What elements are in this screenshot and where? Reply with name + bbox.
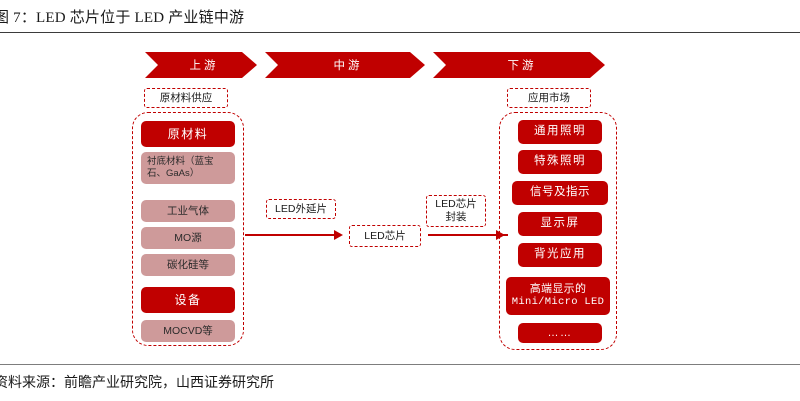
caption-led-chip-packaging: LED芯片 封装 xyxy=(426,195,486,227)
stage-banner-upstream: 上游 xyxy=(145,52,257,78)
node-mocvd: MOCVD等 xyxy=(141,320,235,342)
node-display-screen: 显示屏 xyxy=(518,212,602,236)
figure-source: 资料来源：前瞻产业研究院，山西证券研究所 xyxy=(0,376,274,391)
node-equipment: 设备 xyxy=(141,287,235,313)
title-divider xyxy=(0,32,800,33)
stage-banner-upstream-label: 上游 xyxy=(189,60,219,72)
stage-banner-downstream-label: 下游 xyxy=(507,60,537,72)
node-backlight-application: 背光应用 xyxy=(518,243,602,267)
page-title: 图 7：LED 芯片位于 LED 产业链中游 xyxy=(0,10,245,26)
node-general-lighting: 通用照明 xyxy=(518,120,602,144)
node-signal-indication: 信号及指示 xyxy=(512,181,608,205)
node-led-chip: LED芯片 xyxy=(349,225,421,247)
node-mini-micro-led-line2: Mini/Micro LED xyxy=(511,296,605,309)
node-ellipsis: …… xyxy=(518,323,602,343)
caption-raw-material-supply: 原材料供应 xyxy=(144,88,228,108)
node-industrial-gas: 工业气体 xyxy=(141,200,235,222)
source-divider xyxy=(0,364,800,365)
stage-banner-midstream-label: 中游 xyxy=(333,60,363,72)
node-special-lighting: 特殊照明 xyxy=(518,150,602,174)
arrow-chip-to-downstream-head xyxy=(496,230,505,240)
node-raw-material: 原材料 xyxy=(141,121,235,147)
caption-led-epitaxial-wafer: LED外延片 xyxy=(266,199,336,219)
arrow-upstream-to-chip-line xyxy=(245,234,334,236)
node-substrate-material: 衬底材料（蓝宝石、GaAs） xyxy=(141,152,235,184)
arrow-chip-to-downstream-line xyxy=(428,234,508,236)
node-silicon-carbide: 碳化硅等 xyxy=(141,254,235,276)
node-mini-micro-led: 高端显示的 Mini/Micro LED xyxy=(506,277,610,315)
node-mini-micro-led-line1: 高端显示的 xyxy=(529,282,587,295)
arrow-upstream-to-chip-head xyxy=(334,230,343,240)
node-mo-source: MO源 xyxy=(141,227,235,249)
stage-banner-midstream: 中游 xyxy=(265,52,425,78)
stage-banner-downstream: 下游 xyxy=(433,52,605,78)
caption-application-market: 应用市场 xyxy=(507,88,591,108)
caption-led-chip-packaging-line2: 封装 xyxy=(445,211,467,223)
caption-led-chip-packaging-line1: LED芯片 xyxy=(435,198,477,211)
